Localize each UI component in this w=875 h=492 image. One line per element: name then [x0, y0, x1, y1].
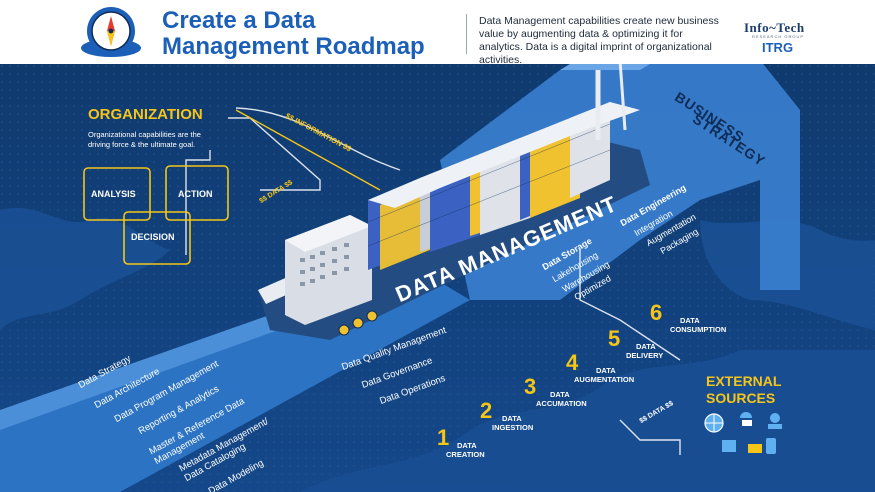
brand-infotech-logo: Info~Tech: [744, 20, 805, 35]
brand-infotech-sub: RESEARCH GROUP: [752, 34, 805, 39]
analysis-box: [83, 167, 151, 221]
decision-box: [123, 211, 191, 265]
organization-description: Organizational capabilities are the driv…: [88, 130, 201, 149]
organization-title: ORGANIZATION: [88, 106, 203, 123]
step-2-number: 2: [480, 398, 493, 423]
compass-icon: [81, 7, 141, 57]
action-label: ACTION: [178, 189, 213, 199]
header-divider: [466, 14, 467, 54]
page-title: Create a Data Management Roadmap: [162, 8, 425, 60]
title-line-2: Management Roadmap: [162, 33, 425, 60]
header-description: Data Management capabilities create new …: [479, 15, 719, 66]
step-4-number: 4: [566, 350, 579, 375]
action-box: [165, 165, 229, 221]
step-3-number: 3: [524, 374, 537, 399]
title-line-1: Create a Data: [162, 7, 316, 34]
step-5-number: 5: [608, 326, 621, 351]
decision-label: DECISION: [131, 232, 175, 242]
information-flow-line: [235, 109, 381, 191]
external-source-icons: [704, 412, 782, 454]
analysis-label: ANALYSIS: [91, 189, 136, 199]
containers: [367, 102, 640, 270]
header-bar: Create a Data Management Roadmap Data Ma…: [0, 0, 875, 66]
org-link-line: [228, 117, 321, 191]
wave-bottom: [300, 350, 875, 492]
wave-left: [0, 207, 170, 330]
step-6-number: 6: [650, 300, 663, 325]
external-sources-title: EXTERNAL SOURCES: [706, 373, 782, 406]
brand-itrg-logo: ITRG: [762, 40, 794, 55]
step-1-number: 1: [437, 425, 450, 450]
